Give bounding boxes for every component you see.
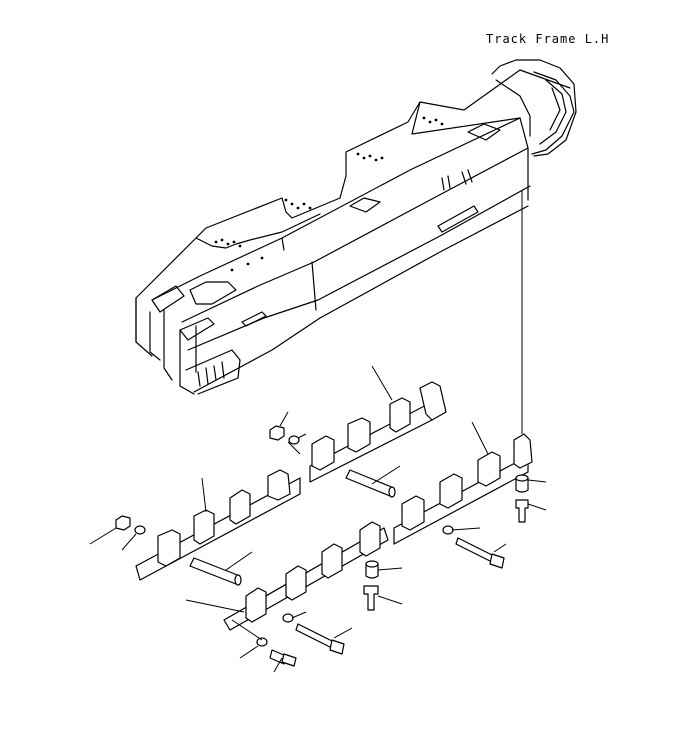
bolt-vertical-right-icon [515,499,529,523]
washer-lower-icon [282,613,294,623]
washer-upper-icon [288,435,300,445]
guard-bar-right [309,381,533,545]
spacer-right-icon [515,478,529,493]
bolt-long-right-icon [455,537,495,563]
bolt-vertical-lower-icon [363,585,379,611]
washer-left-icon [134,525,146,535]
diagram-title: Track Frame L.H [486,32,610,46]
bolt-long-lower-icon [295,623,335,649]
washer-bottom-icon [256,637,268,647]
track-frame [135,59,577,395]
guard-bar-left [135,469,389,631]
washer-right-icon [442,525,454,535]
leader-lines [89,190,547,673]
spacer-lower-icon [365,564,379,579]
fasteners [115,425,529,667]
pins [189,469,396,586]
nut-left-icon [115,515,131,531]
deck-bolt-holes [214,116,444,272]
nut-upper-icon [269,425,285,441]
